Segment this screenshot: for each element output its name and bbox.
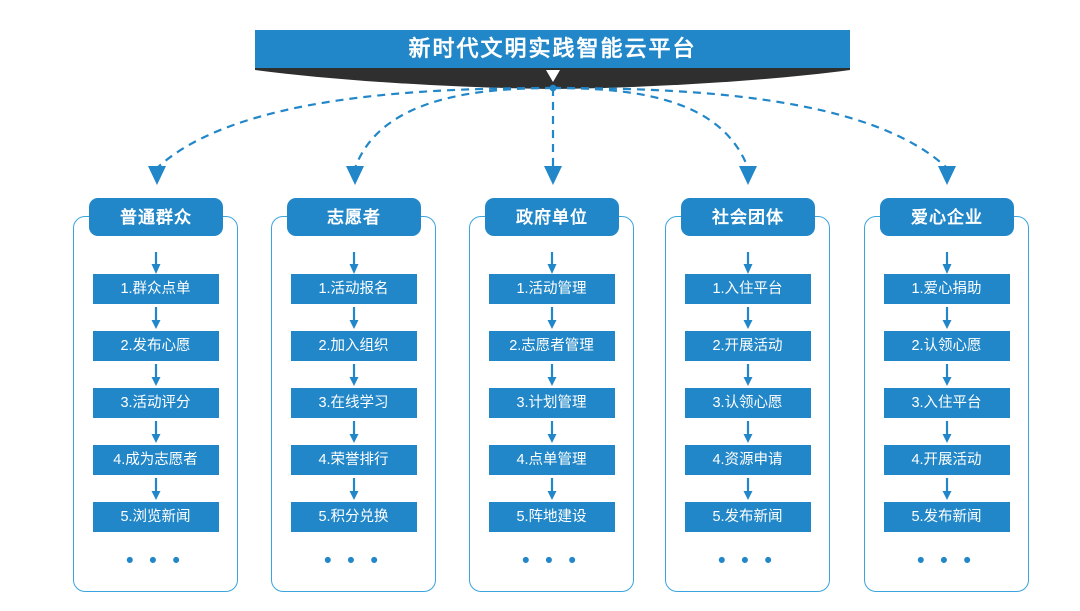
column-header-social-group[interactable]: 社会团体: [681, 198, 815, 236]
step-item[interactable]: 1.活动管理: [488, 274, 615, 304]
column-header-label: 政府单位: [516, 207, 588, 227]
arrow-down-icon: [743, 478, 752, 500]
column-header-label: 社会团体: [712, 207, 784, 227]
arrow-down-icon: [349, 364, 358, 386]
more-indicator: • • •: [522, 549, 581, 572]
column-header-label: 爱心企业: [911, 207, 983, 227]
column-header-charity-enterprise[interactable]: 爱心企业: [880, 198, 1014, 236]
column-header-label: 普通群众: [120, 207, 192, 227]
more-indicator: • • •: [917, 549, 976, 572]
arrow-down-icon: [942, 307, 951, 329]
step-item[interactable]: 3.在线学习: [290, 388, 417, 418]
step-item[interactable]: 2.志愿者管理: [488, 331, 615, 361]
arrow-down-icon: [942, 364, 951, 386]
arrow-down-icon: [942, 478, 951, 500]
column-header-volunteer[interactable]: 志愿者: [287, 198, 421, 236]
step-item[interactable]: 4.资源申请: [684, 445, 811, 475]
step-item[interactable]: 1.入住平台: [684, 274, 811, 304]
step-item[interactable]: 4.点单管理: [488, 445, 615, 475]
column-header-ordinary-public[interactable]: 普通群众: [89, 198, 223, 236]
step-item[interactable]: 4.荣誉排行: [290, 445, 417, 475]
column-steps-ordinary-public: 1.群众点单 2.发布心愿 3.活动评分 4.成为志愿者 5.浏览新闻 • • …: [73, 252, 238, 571]
arrow-down-icon: [547, 252, 556, 274]
arrow-down-icon: [743, 252, 752, 274]
more-indicator: • • •: [126, 549, 185, 572]
step-item[interactable]: 3.活动评分: [92, 388, 219, 418]
arrow-down-icon: [547, 364, 556, 386]
step-item[interactable]: 5.阵地建设: [488, 502, 615, 532]
arrow-down-icon: [743, 421, 752, 443]
step-item[interactable]: 5.积分兑换: [290, 502, 417, 532]
arrow-down-icon: [743, 307, 752, 329]
step-item[interactable]: 1.爱心捐助: [883, 274, 1010, 304]
step-item[interactable]: 5.发布新闻: [684, 502, 811, 532]
arrow-down-icon: [151, 421, 160, 443]
step-item[interactable]: 2.加入组织: [290, 331, 417, 361]
column-steps-government-unit: 1.活动管理 2.志愿者管理 3.计划管理 4.点单管理 5.阵地建设 • • …: [469, 252, 634, 571]
step-item[interactable]: 1.活动报名: [290, 274, 417, 304]
more-indicator: • • •: [324, 549, 383, 572]
arrow-down-icon: [349, 478, 358, 500]
step-item[interactable]: 2.开展活动: [684, 331, 811, 361]
column-steps-charity-enterprise: 1.爱心捐助 2.认领心愿 3.入住平台 4.开展活动 5.发布新闻 • • •: [864, 252, 1029, 571]
arrow-down-icon: [547, 421, 556, 443]
arrow-down-icon: [151, 478, 160, 500]
triangle-down-icon: [546, 70, 560, 82]
arrow-down-icon: [349, 252, 358, 274]
step-item[interactable]: 1.群众点单: [92, 274, 219, 304]
column-steps-volunteer: 1.活动报名 2.加入组织 3.在线学习 4.荣誉排行 5.积分兑换 • • •: [271, 252, 436, 571]
step-item[interactable]: 4.成为志愿者: [92, 445, 219, 475]
page-title: 新时代文明实践智能云平台: [408, 36, 697, 61]
arrow-down-icon: [151, 252, 160, 274]
arrow-down-icon: [151, 364, 160, 386]
step-item[interactable]: 2.发布心愿: [92, 331, 219, 361]
step-item[interactable]: 2.认领心愿: [883, 331, 1010, 361]
step-item[interactable]: 3.认领心愿: [684, 388, 811, 418]
arrow-down-icon: [349, 307, 358, 329]
platform-title-banner: 新时代文明实践智能云平台: [255, 30, 850, 68]
arrow-down-icon: [547, 478, 556, 500]
step-item[interactable]: 4.开展活动: [883, 445, 1010, 475]
step-item[interactable]: 5.浏览新闻: [92, 502, 219, 532]
column-steps-social-group: 1.入住平台 2.开展活动 3.认领心愿 4.资源申请 5.发布新闻 • • •: [665, 252, 830, 571]
banner-background: 新时代文明实践智能云平台: [255, 30, 850, 68]
arrow-down-icon: [743, 364, 752, 386]
step-item[interactable]: 3.计划管理: [488, 388, 615, 418]
step-item[interactable]: 3.入住平台: [883, 388, 1010, 418]
arrow-down-icon: [547, 307, 556, 329]
column-header-government-unit[interactable]: 政府单位: [485, 198, 619, 236]
arrow-down-icon: [942, 421, 951, 443]
column-header-label: 志愿者: [327, 207, 381, 227]
arrow-down-icon: [942, 252, 951, 274]
arrow-down-icon: [349, 421, 358, 443]
more-indicator: • • •: [718, 549, 777, 572]
step-item[interactable]: 5.发布新闻: [883, 502, 1010, 532]
arrow-down-icon: [151, 307, 160, 329]
